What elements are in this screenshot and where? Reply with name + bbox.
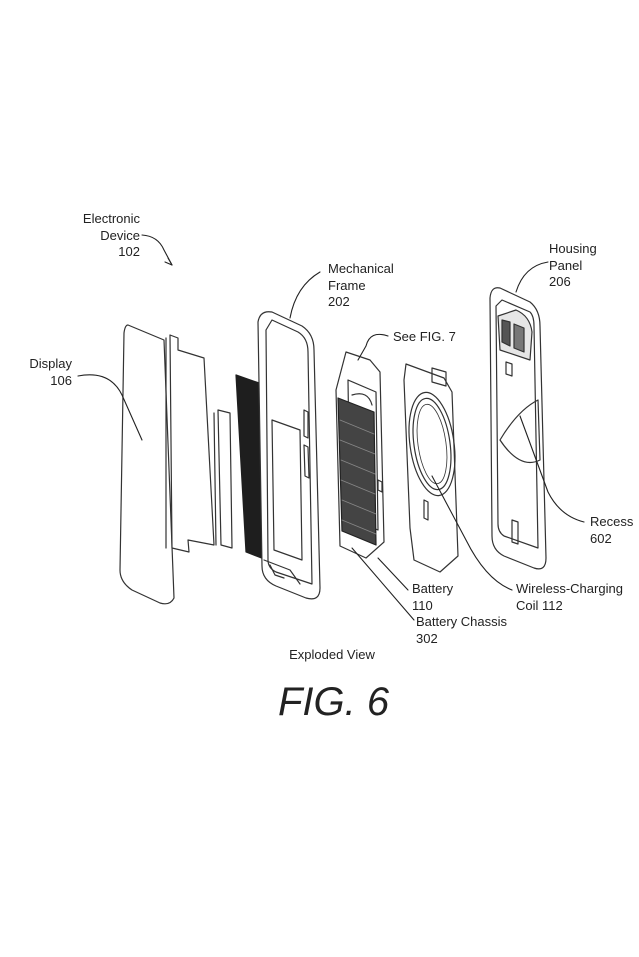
flex-strip (213, 409, 233, 549)
housing-panel (489, 287, 547, 570)
callout-display: Display 106 (10, 356, 72, 389)
callout-battery-line2: 110 (412, 597, 433, 613)
callout-chassis-line2: 302 (416, 630, 438, 646)
leader-lines (77, 234, 585, 621)
callout-recess-line1: Recess (590, 514, 634, 529)
callout-coil-line1: Wireless-Charging (516, 581, 623, 596)
callout-coil: Wireless-Charging Coil 112 (516, 581, 623, 614)
callout-display-line1: Display (29, 356, 72, 371)
callout-see-fig: See FIG. 7 (393, 329, 456, 346)
callout-frame-line2: Frame (328, 277, 366, 293)
callout-coil-line2: Coil 112 (516, 597, 563, 613)
callout-battery: Battery 110 (412, 581, 453, 614)
coil-carrier (403, 363, 459, 573)
callout-frame: Mechanical Frame 202 (328, 261, 394, 311)
mechanical-frame (257, 311, 321, 600)
battery (337, 397, 377, 546)
callout-housing-line3: 206 (549, 274, 571, 289)
callout-recess: Recess 602 (590, 514, 633, 547)
wireless-charging-coil (408, 391, 456, 497)
callout-see-fig-line1: See FIG. 7 (393, 329, 456, 344)
callout-housing-line1: Housing (549, 241, 597, 256)
callout-chassis: Battery Chassis 302 (416, 614, 507, 647)
callout-device-line2: Device (100, 227, 140, 243)
callout-device-line3: 102 (118, 244, 140, 259)
display-cover-layer (165, 334, 215, 553)
display-panel (119, 324, 175, 605)
callout-chassis-line1: Battery Chassis (416, 614, 508, 629)
figure-caption: FIG. 6 (278, 680, 390, 724)
callout-battery-line1: Battery (412, 581, 454, 596)
callout-device-line1: Electronic (82, 211, 140, 226)
callout-recess-line2: 602 (590, 530, 612, 546)
callout-display-line2: 106 (50, 372, 72, 388)
callout-frame-line1: Mechanical (328, 261, 394, 276)
view-label: Exploded View (262, 647, 402, 664)
view-label-text: Exploded View (289, 647, 375, 662)
callout-housing: Housing Panel 206 (549, 241, 597, 291)
callout-housing-line2: Panel (549, 257, 583, 273)
callout-frame-line3: 202 (328, 294, 350, 309)
callout-device: Electronic Device 102 (52, 211, 140, 261)
